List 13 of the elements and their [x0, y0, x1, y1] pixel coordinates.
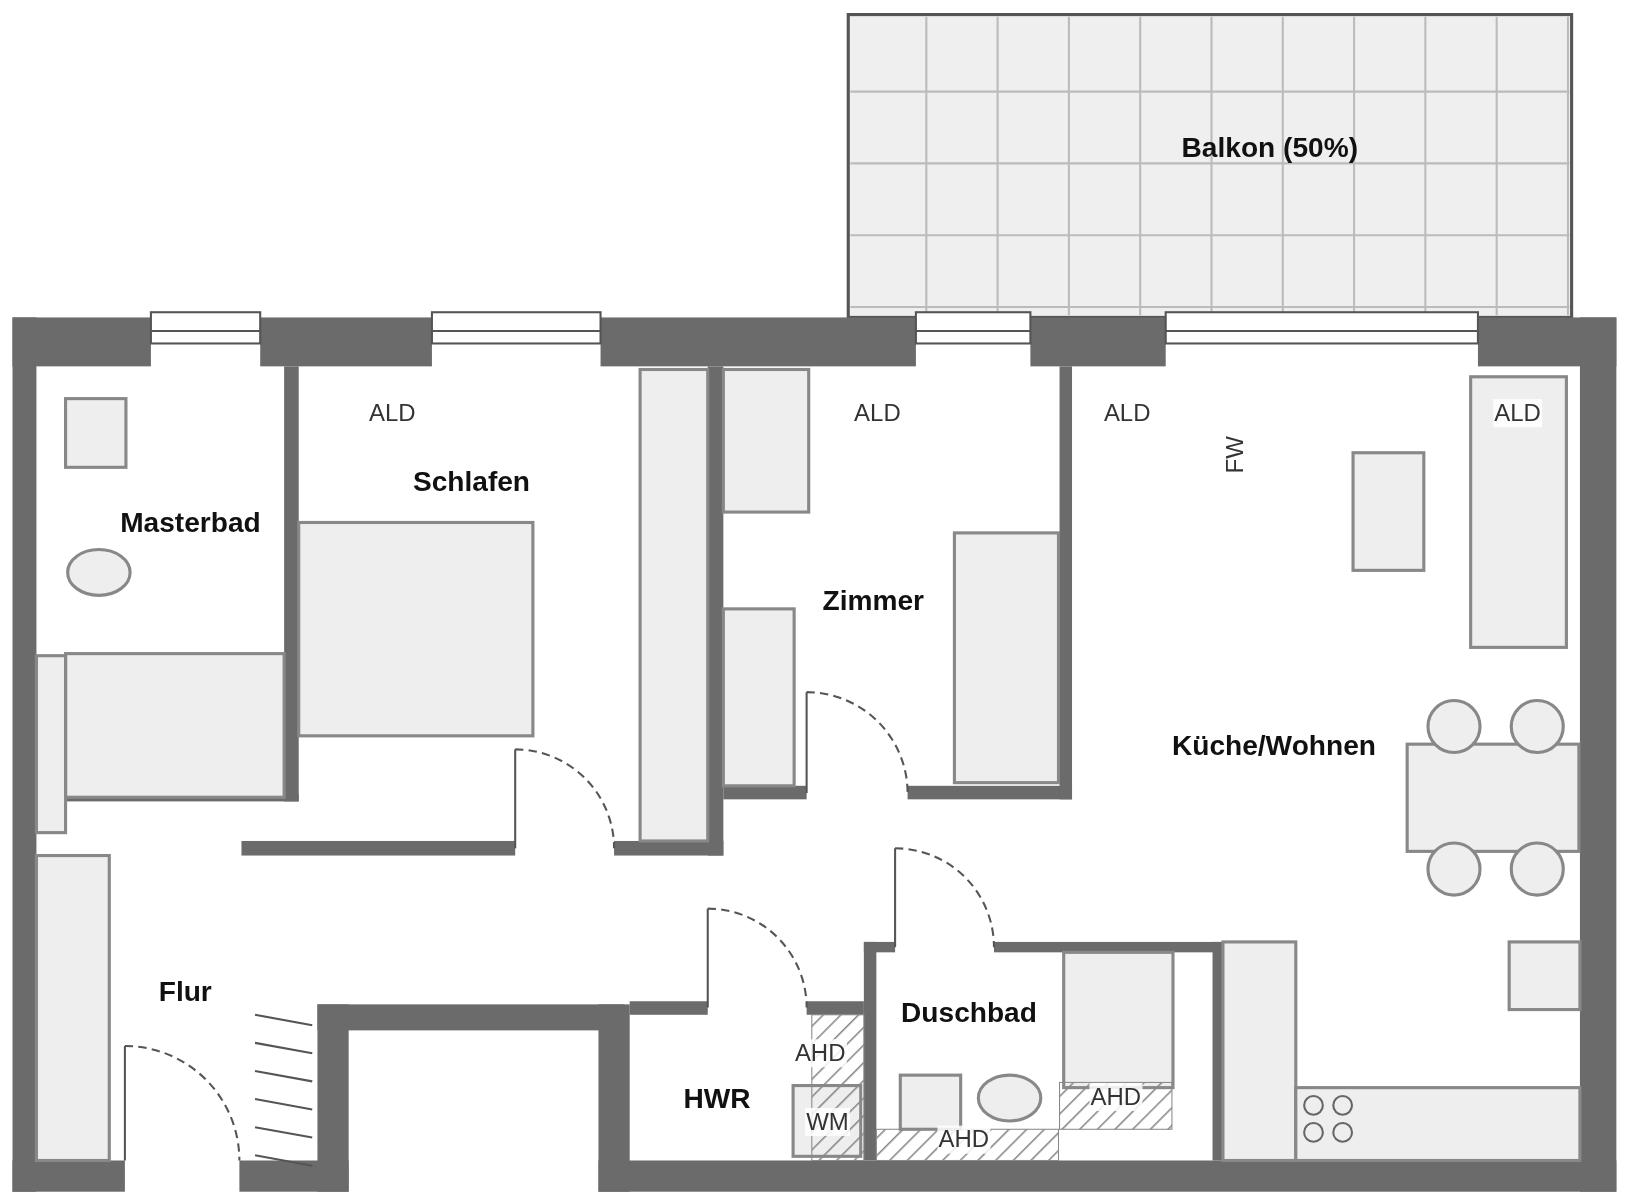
plan-annotation: AHD — [793, 1039, 847, 1068]
plan-annotation: AHD — [1089, 1082, 1143, 1112]
room-label: Balkon (50%) — [1181, 131, 1358, 164]
plan-annotation: WM — [805, 1107, 850, 1137]
room-label: Küche/Wohnen — [1171, 730, 1376, 763]
plan-annotation: AHD — [937, 1125, 991, 1154]
room-label: Masterbad — [120, 507, 261, 540]
room-label: Duschbad — [901, 996, 1037, 1029]
room-label: Schlafen — [412, 465, 531, 498]
room-label: Zimmer — [822, 585, 924, 618]
plan-annotation: ALD — [1493, 399, 1542, 428]
room-label: HWR — [683, 1082, 751, 1116]
room-label: Flur — [158, 975, 212, 1008]
